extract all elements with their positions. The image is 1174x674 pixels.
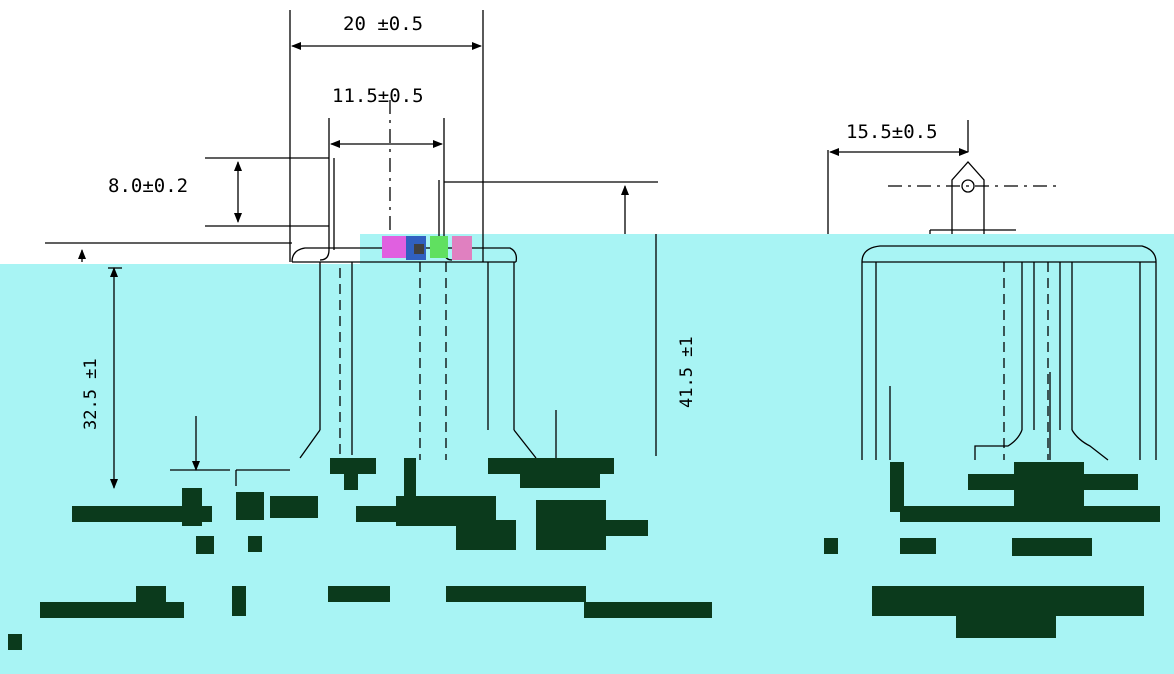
side-view — [827, 120, 1157, 461]
dim-height-lower: 32.5 ±1 — [81, 358, 101, 430]
dim-pin-length: 8.0±0.2 — [108, 175, 188, 197]
dim-side-width: 15.5±0.5 — [846, 121, 938, 143]
dim-height-total: 41.5 ±1 — [677, 336, 697, 408]
dim-width-inner: 11.5±0.5 — [332, 85, 424, 107]
color-artifact — [382, 236, 472, 260]
scan-artifacts — [8, 458, 1160, 650]
dim-width-overall: 20 ±0.5 — [343, 13, 423, 35]
